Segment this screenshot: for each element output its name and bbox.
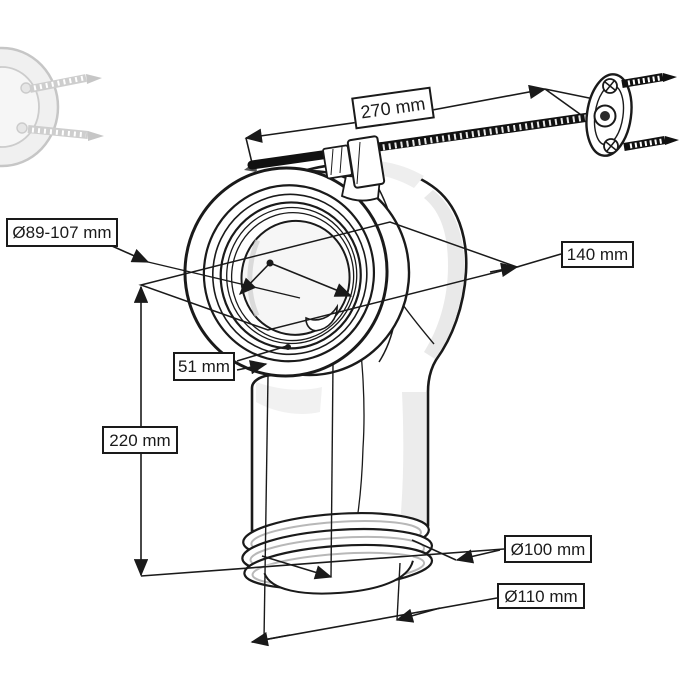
label-socket-diameter: Ø89-107 mm bbox=[6, 218, 118, 247]
ghost-screw-bottom bbox=[27, 125, 104, 141]
screw-head-bottom bbox=[603, 138, 619, 154]
measure-reference-dots bbox=[266, 259, 291, 350]
wall-flange bbox=[585, 73, 633, 157]
label-width: 140 mm bbox=[561, 241, 634, 268]
screw-head-top bbox=[602, 78, 618, 94]
wall-screw-bottom bbox=[623, 136, 679, 151]
label-height: 220 mm bbox=[102, 426, 178, 454]
label-rod-length-text: 270 mm bbox=[359, 93, 427, 123]
label-outlet-inner-diameter: Ø100 mm bbox=[504, 535, 592, 563]
ghost-flange-part bbox=[0, 46, 104, 168]
label-socket-depth-text: 51 mm bbox=[178, 357, 230, 376]
label-socket-diameter-text: Ø89-107 mm bbox=[12, 223, 112, 242]
ghost-screw-top bbox=[29, 74, 102, 93]
threaded-rod-assembly bbox=[244, 73, 679, 172]
wall-screw-top bbox=[621, 73, 677, 88]
rod-clamp-bracket bbox=[322, 135, 386, 202]
dimension-construction-lines bbox=[111, 221, 562, 647]
label-socket-depth: 51 mm bbox=[173, 352, 235, 381]
socket-bell bbox=[183, 166, 411, 378]
label-outlet-inner-diameter-text: Ø100 mm bbox=[510, 539, 586, 559]
label-outlet-outer-diameter: Ø110 mm bbox=[497, 583, 585, 609]
label-width-text: 140 mm bbox=[566, 245, 629, 264]
label-height-text: 220 mm bbox=[109, 430, 171, 450]
label-outlet-outer-diameter-text: Ø110 mm bbox=[504, 586, 578, 606]
